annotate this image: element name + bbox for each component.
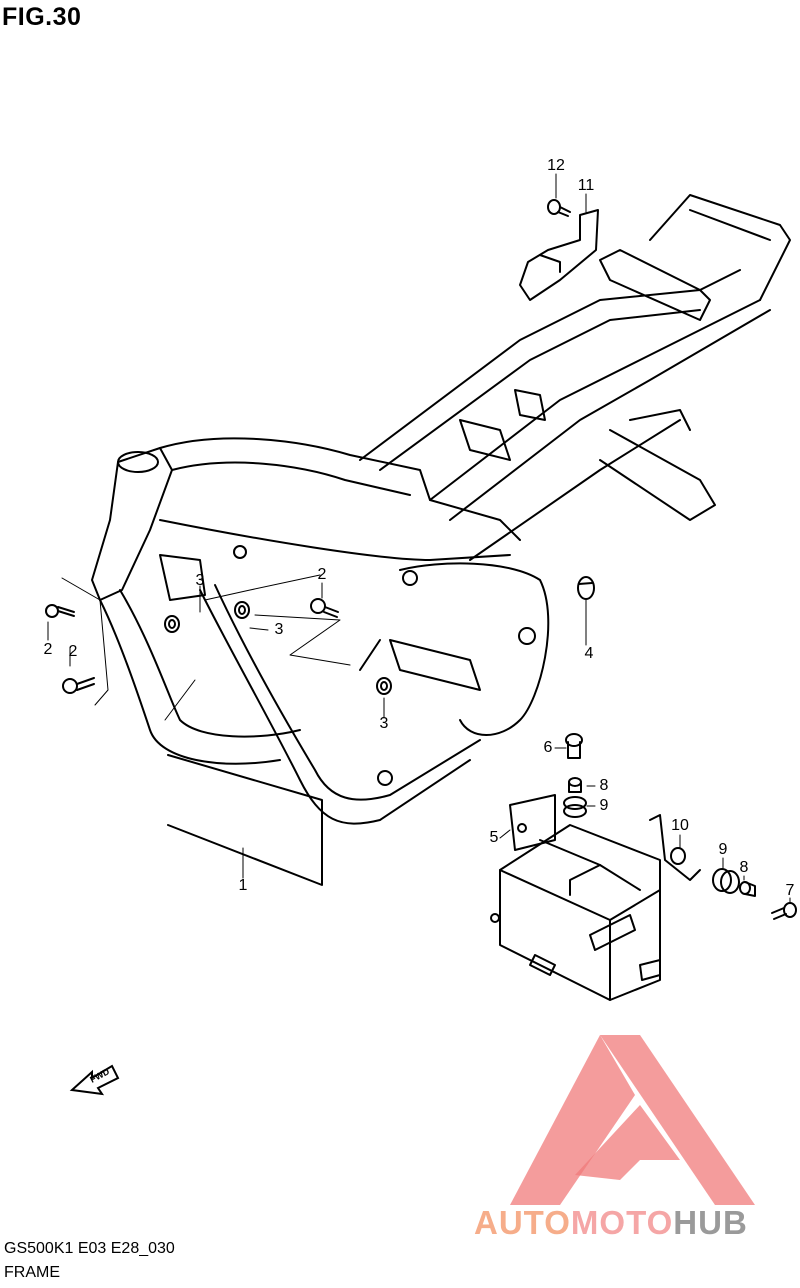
nut-3-lower bbox=[376, 677, 392, 695]
footer-section-name: FRAME bbox=[4, 1264, 60, 1281]
callout-part-9: 9 bbox=[599, 797, 609, 814]
bolt-2-center bbox=[310, 598, 339, 618]
footer-model-code: GS500K1 E03 E28_030 bbox=[4, 1240, 175, 1257]
callout-part-10: 10 bbox=[671, 817, 689, 834]
callout-part-8: 8 bbox=[739, 859, 749, 876]
callout-part-1: 1 bbox=[238, 877, 248, 894]
nut-3-left bbox=[164, 615, 180, 633]
callout-part-2: 2 bbox=[43, 641, 53, 658]
bolt-7 bbox=[771, 902, 797, 920]
callout-part-5: 5 bbox=[489, 829, 499, 846]
bolt-2-upper bbox=[45, 604, 75, 618]
collar-8-right bbox=[739, 881, 756, 897]
frame-main bbox=[91, 194, 791, 825]
watermark-word-auto: AUTO bbox=[474, 1204, 571, 1241]
grommet-9-right bbox=[712, 868, 740, 894]
cap-4 bbox=[577, 576, 595, 600]
callout-part-3: 3 bbox=[274, 621, 284, 638]
callout-part-7: 7 bbox=[785, 882, 795, 899]
watermark-logo-text: AUTOMOTOHUB bbox=[474, 1204, 748, 1242]
callout-part-3: 3 bbox=[195, 572, 205, 589]
bolt-2-lower bbox=[62, 677, 95, 694]
callout-part-12: 12 bbox=[547, 157, 565, 174]
callout-part-6: 6 bbox=[543, 739, 553, 756]
nut-3-center bbox=[234, 601, 250, 619]
callout-part-11: 11 bbox=[577, 177, 595, 194]
watermark-word-moto: MOTO bbox=[570, 1204, 674, 1241]
callout-part-9: 9 bbox=[718, 841, 728, 858]
bolt-12 bbox=[547, 199, 571, 217]
grommet-9-top bbox=[563, 796, 587, 818]
callout-part-8: 8 bbox=[599, 777, 609, 794]
callout-part-3: 3 bbox=[379, 715, 389, 732]
callout-part-2: 2 bbox=[68, 643, 78, 660]
forward-direction-arrow: FWD bbox=[69, 1064, 120, 1096]
watermark-word-hub: HUB bbox=[673, 1204, 748, 1241]
watermark-logo-icon bbox=[510, 1035, 755, 1205]
cushion-10 bbox=[670, 847, 686, 865]
bracket-11 bbox=[519, 209, 599, 301]
collar-8-top bbox=[568, 777, 582, 793]
callout-part-2: 2 bbox=[317, 566, 327, 583]
figure-title: FIG.30 bbox=[2, 3, 82, 31]
callout-part-4: 4 bbox=[584, 645, 594, 662]
bolt-6 bbox=[565, 733, 583, 759]
frame-label-plate bbox=[167, 754, 323, 886]
battery-holder-5 bbox=[490, 794, 701, 1001]
